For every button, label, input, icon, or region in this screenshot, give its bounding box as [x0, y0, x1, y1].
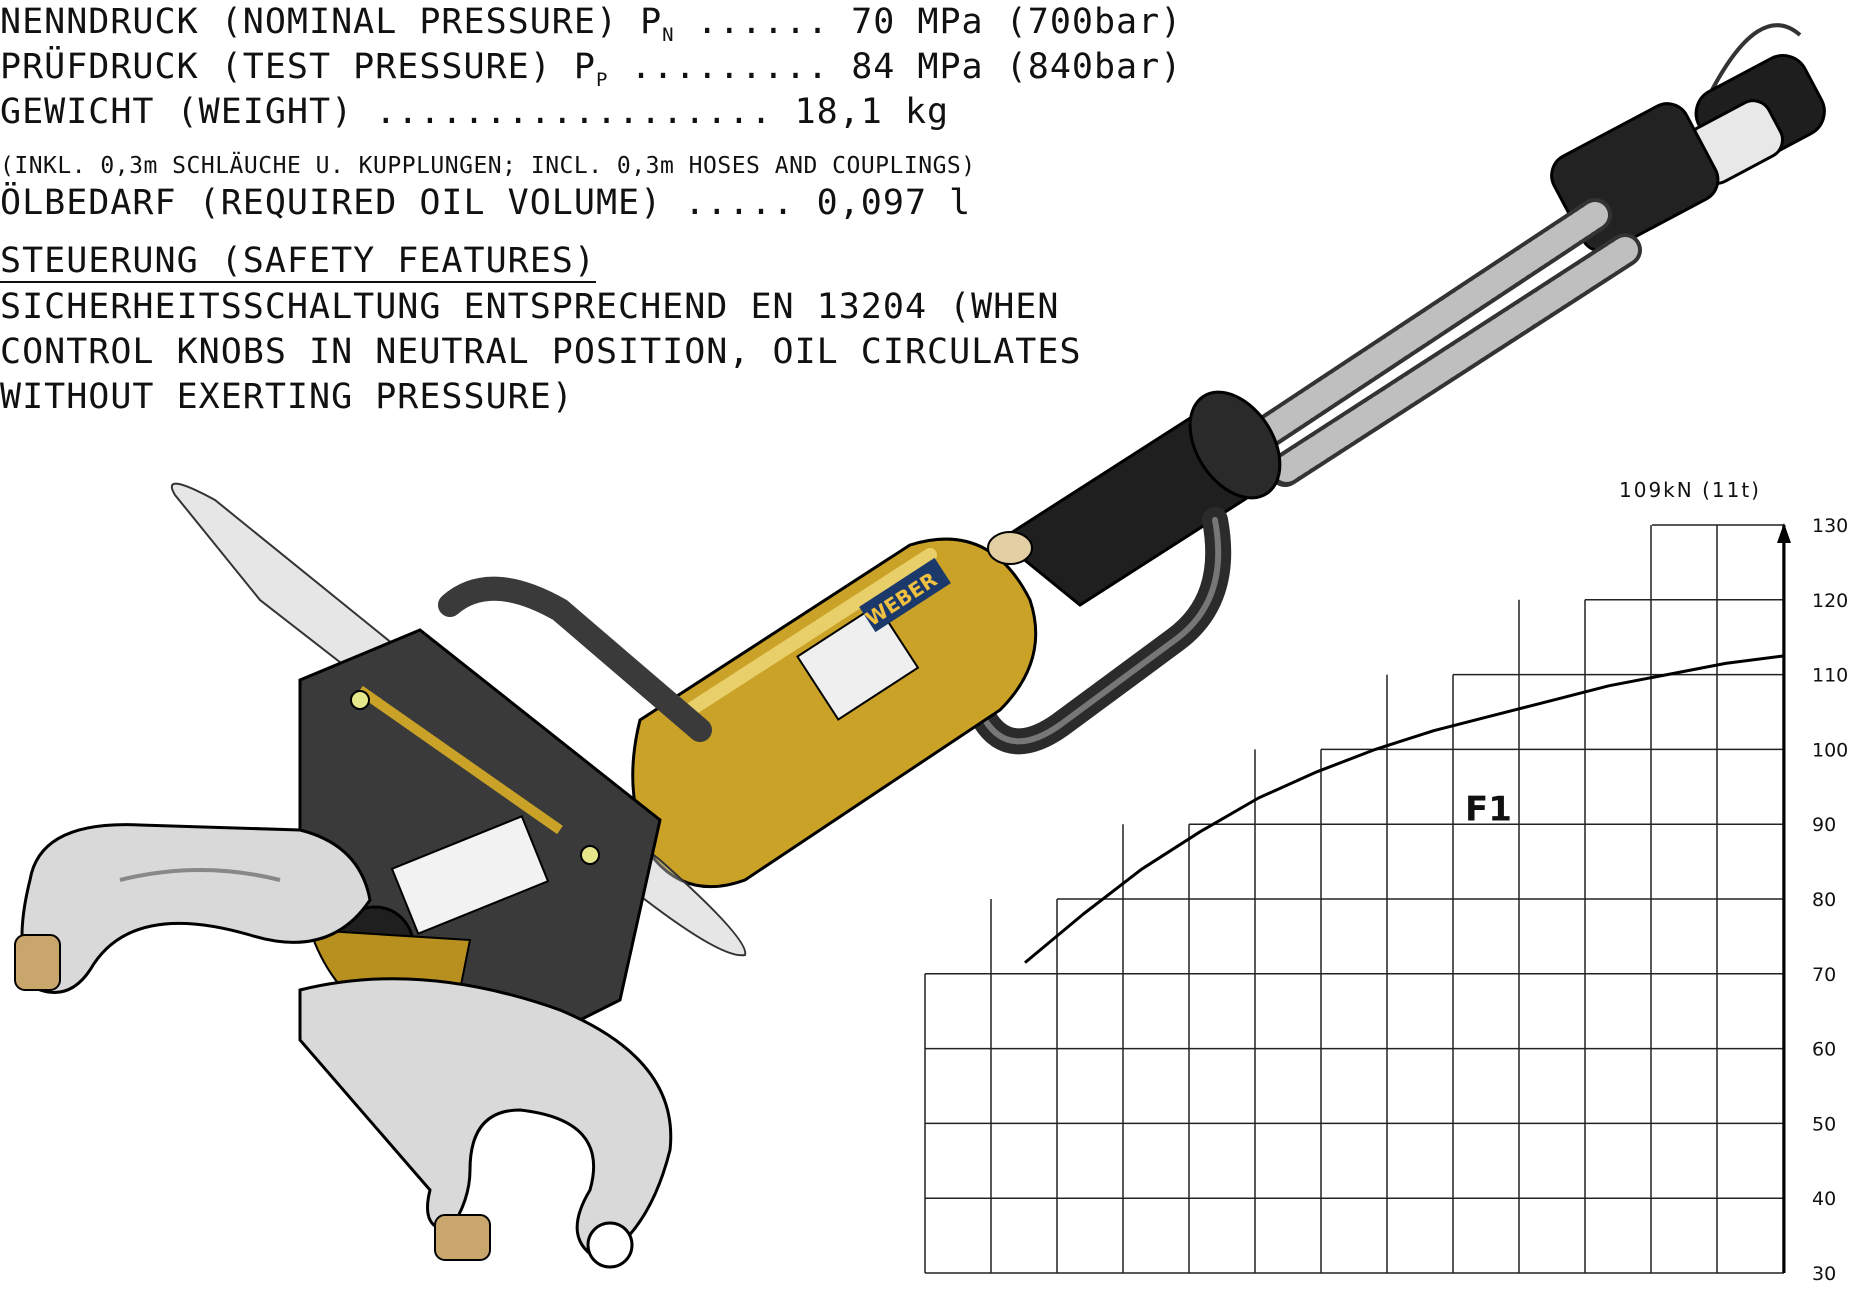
handle-illustration: [972, 390, 1282, 755]
coupling-illustration: [1550, 23, 1826, 253]
control-line-2: CONTROL KNOBS IN NEUTRAL POSITION, OIL C…: [0, 332, 1082, 372]
test-pressure-label: PRÜFDRUCK (TEST PRESSURE) P: [0, 47, 596, 87]
y-tick-label: 60: [1812, 1039, 1836, 1061]
nominal-pressure-subscript: N: [662, 24, 675, 46]
nominal-pressure-value: ...... 70 MPa (700bar): [674, 2, 1183, 42]
y-tick-label: 120: [1812, 590, 1848, 612]
chart-grid: [924, 524, 1784, 1274]
control-heading-text: STEUERUNG (SAFETY FEATURES): [0, 241, 596, 283]
nominal-pressure-line: NENNDRUCK (NOMINAL PRESSURE) PN ...... 7…: [0, 0, 1182, 49]
test-pressure-value: ......... 84 MPa (840bar): [608, 47, 1183, 87]
test-pressure-line: PRÜFDRUCK (TEST PRESSURE) PP ......... 8…: [0, 45, 1182, 94]
max-force-label: 109kN (11t): [1619, 478, 1761, 502]
y-tick-label: 80: [1812, 889, 1836, 911]
y-tick-label: 130: [1812, 515, 1848, 537]
test-pressure-subscript: P: [595, 69, 609, 91]
chart-axis: [1777, 523, 1791, 1273]
y-tick-label: 30: [1812, 1263, 1836, 1285]
control-line-3: WITHOUT EXERTING PRESSURE): [0, 377, 574, 417]
blades-illustration: [14, 823, 673, 1269]
control-line-1: SICHERHEITSSCHALTUNG ENTSPRECHEND EN 132…: [0, 287, 1060, 327]
y-tick-label: 110: [1812, 665, 1848, 687]
y-axis-arrow: [1777, 523, 1791, 543]
y-tick-label: 70: [1812, 964, 1836, 986]
chart-series: [1024, 654, 1785, 964]
weight-line: GEWICHT (WEIGHT) .................. 18,1…: [0, 92, 950, 132]
oil-volume-line: ÖLBEDARF (REQUIRED OIL VOLUME) ..... 0,0…: [0, 183, 972, 223]
hoses-illustration: [1238, 198, 1642, 487]
weight-note: (INKL. 0,3m SCHLÄUCHE U. KUPPLUNGEN; INC…: [0, 153, 976, 179]
y-tick-label: 40: [1812, 1188, 1836, 1210]
chart-y-ticks: 130 120 110 100 90 80 70 60 50 40 30: [1812, 515, 1848, 1285]
series-line-f1: [1024, 654, 1785, 964]
y-tick-label: 90: [1812, 814, 1836, 836]
series-label-f1: F1: [1465, 789, 1512, 829]
nominal-pressure-label: NENNDRUCK (NOMINAL PRESSURE) P: [0, 2, 663, 42]
y-tick-label: 50: [1812, 1113, 1836, 1135]
y-tick-label: 100: [1812, 739, 1848, 761]
control-heading: STEUERUNG (SAFETY FEATURES): [0, 239, 596, 283]
